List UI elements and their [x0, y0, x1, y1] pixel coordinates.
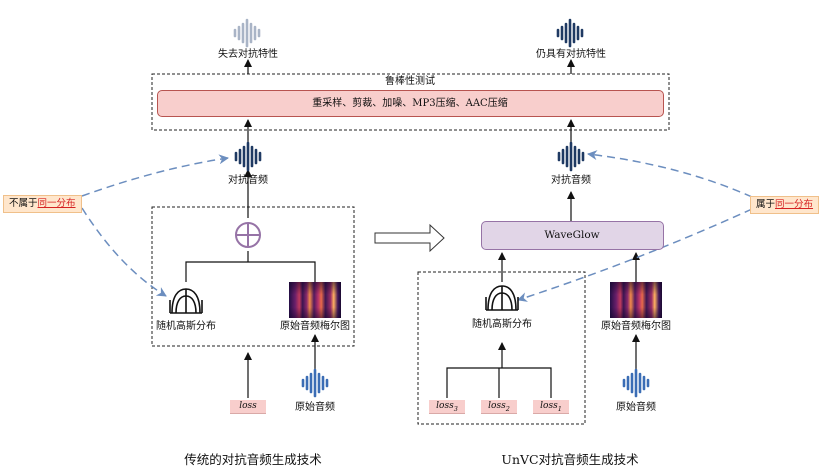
label-adversarial-audio-left: 对抗音频: [228, 175, 268, 186]
tag-highlight: 同一分布: [775, 199, 814, 210]
loss-text: loss: [239, 401, 257, 411]
tag-highlight: 同一分布: [37, 198, 76, 209]
waveform-icon: [233, 18, 261, 48]
loss-box: loss2: [481, 400, 517, 414]
gaussian-icon: [485, 285, 519, 311]
loss-subscript: 1: [557, 404, 562, 413]
caption-unvc: UnVC对抗音频生成技术: [501, 452, 639, 467]
loss-text: loss: [540, 401, 558, 411]
tag-prefix: 属于: [756, 199, 776, 210]
label-mel-left: 原始音频梅尔图: [280, 321, 350, 332]
loss-box: loss3: [429, 400, 465, 414]
waveform-icon: [622, 368, 650, 398]
label-lost-adversarial: 失去对抗特性: [218, 49, 278, 60]
tag-prefix: 不属于: [9, 198, 38, 209]
robustness-test-title: 鲁棒性测试: [385, 76, 435, 87]
waveform-icon: [301, 368, 329, 398]
waveglow-label: WaveGlow: [544, 229, 600, 241]
label-mel-right: 原始音频梅尔图: [601, 321, 671, 332]
waveform-icon: [234, 141, 262, 172]
waveform-icon: [556, 18, 584, 48]
loss-text: loss: [436, 401, 454, 411]
mel-spectrogram-left: [289, 282, 341, 318]
add-operator-icon: [235, 222, 261, 248]
label-original-audio-left: 原始音频: [295, 402, 335, 413]
mel-spectrogram-right: [610, 282, 662, 318]
label-gaussian-right: 随机高斯分布: [472, 319, 532, 330]
loss-text: loss: [488, 401, 506, 411]
robustness-ops-bar: [157, 90, 664, 117]
loss-subscript: 2: [505, 404, 510, 413]
gaussian-icon: [169, 288, 203, 314]
loss-box: loss1: [533, 400, 569, 414]
label-gaussian-left: 随机高斯分布: [156, 321, 216, 332]
waveform-icon: [557, 141, 585, 172]
transition-arrow: [374, 223, 445, 253]
label-original-audio-right: 原始音频: [616, 402, 656, 413]
loss-box: loss: [230, 400, 266, 414]
tag-same-distribution: 属于同一分布: [750, 196, 820, 214]
traditional-generator-box: [151, 206, 355, 347]
tag-not-same-distribution: 不属于同一分布: [3, 195, 82, 213]
caption-traditional: 传统的对抗音频生成技术: [184, 452, 322, 467]
robustness-ops-text: 重采样、剪裁、加噪、MP3压缩、AAC压缩: [312, 98, 508, 109]
label-adversarial-audio-right: 对抗音频: [551, 175, 591, 186]
unvc-noise-box: [417, 271, 586, 425]
loss-subscript: 3: [453, 404, 458, 413]
label-still-adversarial: 仍具有对抗特性: [536, 49, 606, 60]
robustness-test-box: [151, 73, 670, 131]
waveglow-block: [481, 221, 664, 250]
